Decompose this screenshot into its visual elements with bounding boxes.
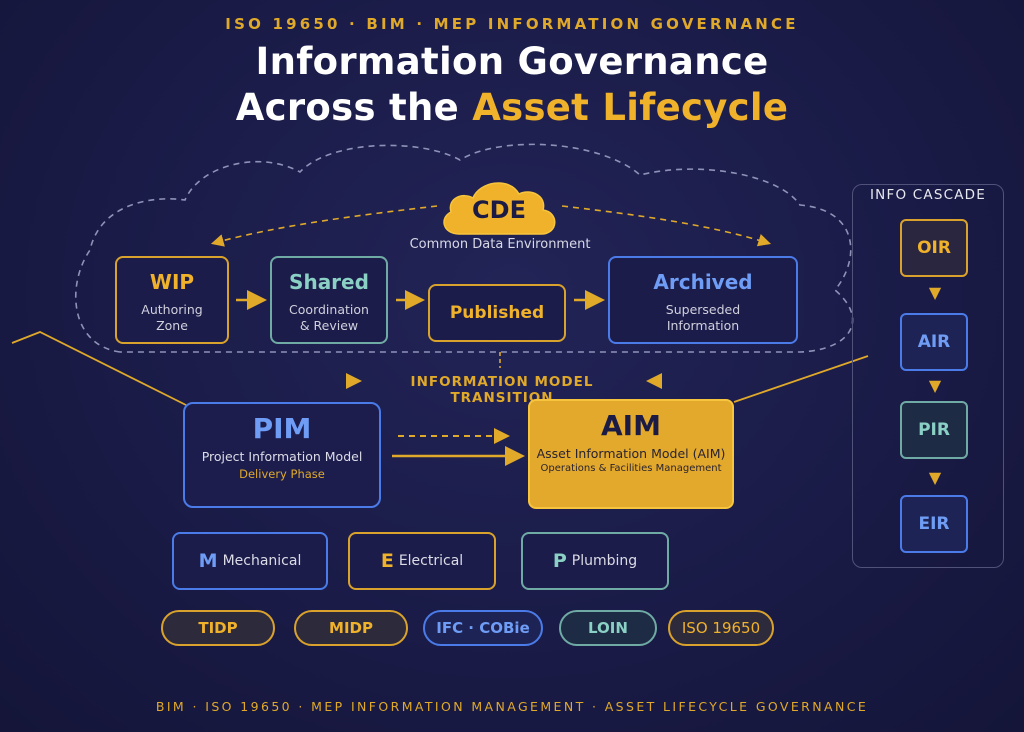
state-archived-desc1: Superseded	[665, 302, 741, 317]
state-shared-label: Shared	[289, 270, 369, 294]
standard-pill-iso19650: ISO 19650	[668, 610, 774, 646]
state-wip-desc1: Authoring	[141, 302, 203, 317]
discipline-letter: E	[380, 550, 394, 572]
standard-pill-ifc-cobie: IFC · COBie	[423, 610, 543, 646]
aim-subtitle: Asset Information Model (AIM)	[536, 446, 726, 461]
cde-badge-label: CDE	[472, 196, 526, 224]
state-published: Published	[428, 284, 566, 342]
state-wip-label: WIP	[149, 270, 195, 294]
cde-subtitle: Common Data Environment	[409, 237, 591, 252]
discipline-label: Electrical	[398, 553, 464, 569]
page-footer: BIM · ISO 19650 · MEP INFORMATION MANAGE…	[155, 699, 869, 714]
cascade-arrow-down-icon: ▼	[928, 283, 942, 302]
discipline-label: Plumbing	[571, 553, 638, 569]
info-cascade-title: INFO CASCADE	[870, 187, 986, 203]
standard-pill-midp: MIDP	[294, 610, 408, 646]
title-prefix: Across the	[235, 86, 460, 129]
transition-label: INFORMATION MODEL TRANSITION	[410, 374, 594, 406]
title-highlight: Asset Lifecycle	[472, 86, 789, 129]
pim-box: PIM Project Information Model Delivery P…	[183, 402, 381, 508]
page-title-line2: Across the Asset Lifecycle	[0, 86, 1024, 129]
state-archived-label: Archived	[653, 270, 753, 294]
aim-phase: Operations & Facilities Management	[540, 463, 722, 474]
aim-title: AIM	[601, 409, 661, 442]
discipline-label: Mechanical	[222, 553, 302, 569]
pim-phase: Delivery Phase	[239, 467, 325, 481]
cascade-pir: PIR	[900, 401, 968, 459]
pim-subtitle: Project Information Model	[201, 449, 363, 464]
discipline-letter: P	[552, 550, 567, 572]
cde-arc-left	[210, 205, 438, 247]
state-wip-desc2: Zone	[156, 318, 188, 333]
cloud-icon	[443, 182, 556, 235]
cde-arc-right	[561, 205, 772, 247]
state-wip: WIP Authoring Zone	[115, 256, 229, 344]
discipline-mechanical: M Mechanical	[172, 532, 328, 590]
state-archived-desc2: Information	[666, 318, 740, 333]
aim-box: AIM Asset Information Model (AIM) Operat…	[528, 399, 734, 509]
state-shared: Shared Coordination & Review	[270, 256, 388, 344]
state-shared-desc1: Coordination	[289, 302, 369, 317]
cascade-arrow-down-icon: ▼	[928, 376, 942, 395]
cde-cloud-boundary	[74, 143, 854, 353]
standard-pill-tidp: TIDP	[161, 610, 275, 646]
page-title-line1: Information Governance	[255, 40, 769, 83]
discipline-letter: M	[198, 550, 218, 572]
cascade-arrow-down-icon: ▼	[928, 468, 942, 487]
info-cascade-panel	[852, 184, 1004, 568]
cascade-air: AIR	[900, 313, 968, 371]
state-published-label: Published	[449, 303, 545, 323]
standard-pill-loin: LOIN	[559, 610, 657, 646]
page-kicker: ISO 19650 · BIM · MEP INFORMATION GOVERN…	[225, 15, 799, 33]
discipline-electrical: E Electrical	[348, 532, 496, 590]
discipline-plumbing: P Plumbing	[521, 532, 669, 590]
state-archived: Archived Superseded Information	[608, 256, 798, 344]
cascade-oir: OIR	[900, 219, 968, 277]
state-shared-desc2: & Review	[299, 318, 359, 333]
cascade-eir: EIR	[900, 495, 968, 553]
pim-title: PIM	[252, 412, 312, 445]
